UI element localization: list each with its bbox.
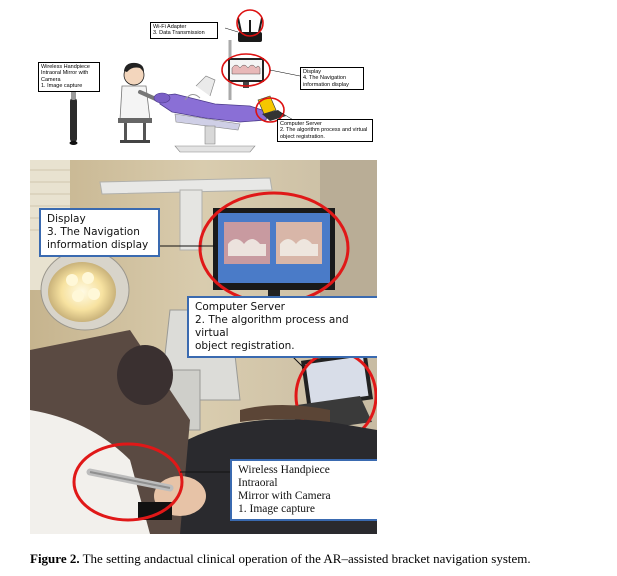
diagram-server-line-3: object registration.	[280, 133, 325, 140]
photo-handpiece-line-1: Wireless Handpiece Intraoral	[238, 464, 330, 489]
diagram-handpiece-line-4: 1. Image capture	[41, 83, 83, 90]
diagram-display-line-1: Display	[303, 69, 322, 75]
figure-caption-label: Figure 2.	[30, 551, 80, 566]
diagram-wifi-line-1: Wi-Fi Adapter	[153, 24, 187, 30]
clinical-photo: Display 3. The Navigation information di…	[30, 160, 377, 534]
photo-handpiece-callout: Wireless Handpiece Intraoral Mirror with…	[230, 459, 377, 521]
diagram-server-line-1: Computer Server	[280, 121, 322, 127]
diagram-wifi-line-2: 3. Data Transmission	[153, 30, 205, 37]
photo-handpiece-line-3: 1. Image capture	[238, 503, 315, 515]
diagram-handpiece-line-3: Camera	[41, 76, 61, 83]
setup-diagram: Wi-Fi Adapter 3. Data Transmission Displ…	[0, 0, 617, 160]
photo-server-callout: Computer Server 2. The algorithm process…	[187, 296, 377, 358]
monitor-icon	[221, 53, 271, 88]
photo-display-line-3: information display	[47, 239, 149, 251]
wifi-router-icon	[236, 9, 264, 42]
diagram-handpiece-line-2: Intraoral Mirror with	[41, 70, 89, 77]
photo-server-line-3: object registration.	[195, 340, 295, 352]
photo-server-line-1: Computer Server	[195, 301, 285, 313]
diagram-server-line-2: 2. The algorithm process and virtual	[280, 127, 368, 134]
diagram-handpiece-line-1: Wireless Handpiece	[41, 64, 90, 70]
figure-caption-text: The setting andactual clinical operation…	[79, 551, 531, 566]
photo-display-callout: Display 3. The Navigation information di…	[39, 208, 160, 257]
photo-server-line-2: 2. The algorithm process and virtual	[195, 314, 349, 339]
diagram-display-line-2: 4. The Navigation	[303, 75, 347, 82]
diagram-handpiece-label: Wireless Handpiece Intraoral Mirror with…	[38, 62, 100, 92]
diagram-display-label: Display 4. The Navigation information di…	[300, 67, 364, 91]
figure-caption: Figure 2. The setting andactual clinical…	[30, 551, 610, 567]
diagram-server-label: Computer Server 2. The algorithm process…	[277, 119, 373, 143]
dental-chair-icon	[153, 40, 269, 153]
diagram-display-line-3: information display	[303, 81, 349, 88]
photo-display-line-1: Display	[47, 213, 86, 225]
diagram-wifi-label: Wi-Fi Adapter 3. Data Transmission	[150, 22, 218, 39]
laptop-icon	[255, 95, 286, 123]
setup-illustration	[69, 9, 301, 153]
dentist-figure-icon	[118, 62, 160, 143]
photo-display-line-2: 3. The Navigation	[47, 226, 140, 238]
photo-handpiece-line-2: Mirror with Camera	[238, 490, 331, 502]
